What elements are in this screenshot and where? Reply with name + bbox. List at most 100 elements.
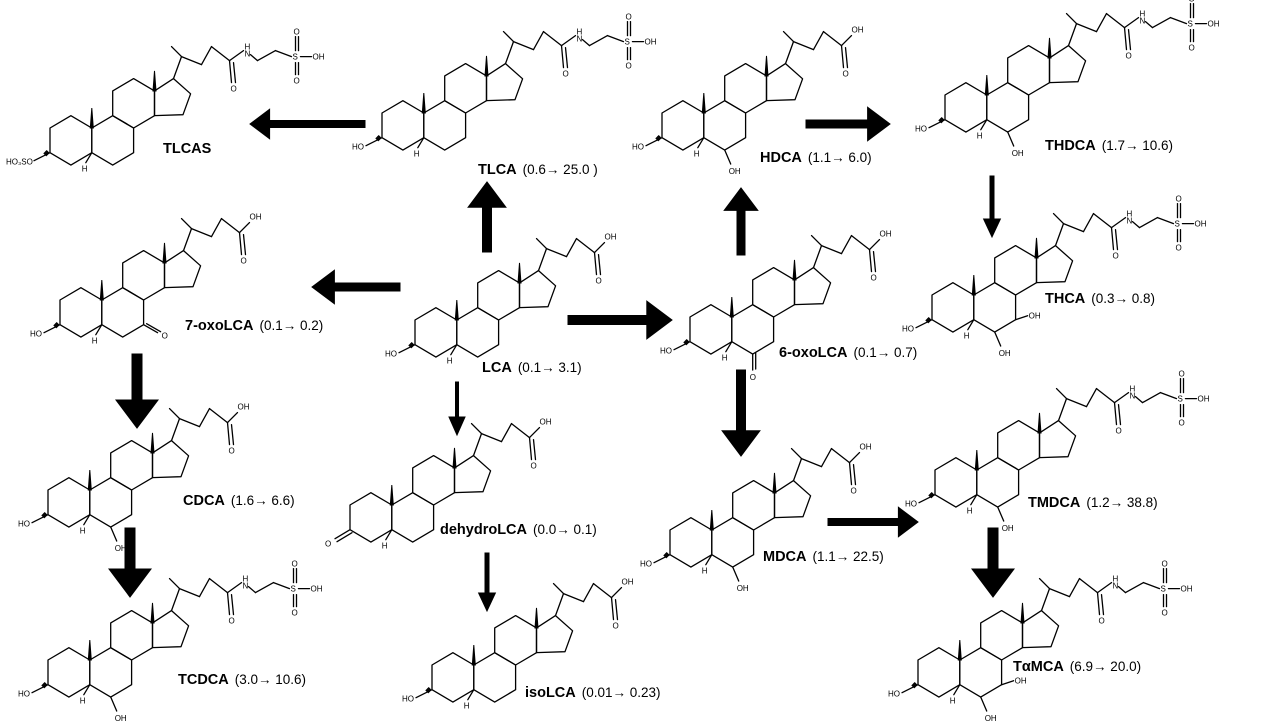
compound-name-tamca: TαMCA: [1013, 659, 1064, 675]
compound-range-tcdca: (3.0→ 10.6): [235, 672, 306, 687]
ring-h-label-tlca: H: [414, 150, 420, 159]
ring-h-label-cdca: H: [80, 527, 86, 536]
n-label-tcdca: N: [243, 582, 249, 591]
acid-oh-label-cdca: OH: [238, 403, 250, 412]
amide-o-label-tamca: O: [1099, 617, 1105, 626]
sulfonic-o-bottom-label-tamca: O: [1162, 609, 1168, 618]
extra-oh-label-thdca: OH: [1012, 149, 1024, 158]
sulfonic-o-top-label-thdca: O: [1189, 0, 1195, 4]
sulfonic-oh-label-tamca: OH: [1181, 585, 1193, 594]
acid-oh-label-dehydro: OH: [540, 418, 552, 427]
arrow-thdca-to-thca: [982, 175, 1002, 239]
acid-o-label-oxo7: O: [241, 257, 247, 266]
amide-o-label-tlcas: O: [231, 85, 237, 94]
acid-oh-label-hdca: OH: [852, 26, 864, 35]
hydroxy-label-hdca: HO: [632, 143, 644, 152]
extra-oh-label-tcdca: OH: [115, 714, 127, 721]
sulfonic-oh-label-thca: OH: [1195, 220, 1207, 229]
sulfonic-oh-label-tmdca: OH: [1198, 395, 1210, 404]
compound-name-oxo7: 7-oxoLCA: [185, 318, 254, 334]
sulfonic-o-bottom-label-thca: O: [1176, 244, 1182, 253]
nh-label-thca: H: [1127, 210, 1133, 219]
compound-range-hdca: (1.1→ 6.0): [808, 150, 872, 165]
ring-h-label-oxo6: H: [722, 354, 728, 363]
acid-o-label-lca: O: [596, 277, 602, 286]
compound-range-lca: (0.1→ 3.1): [518, 360, 582, 375]
amide-o-label-tlca: O: [563, 70, 569, 79]
sulfonic-oh-label-tlcas: OH: [313, 53, 325, 62]
sulfonic-s-label-tamca: S: [1161, 585, 1166, 594]
sulfonic-o-top-label-tlca: O: [626, 13, 632, 22]
compound-name-isolca: isoLCA: [525, 685, 576, 701]
compound-range-thdca: (1.7→ 10.6): [1102, 138, 1173, 153]
ring-h-label-mdca: H: [702, 567, 708, 576]
compound-range-mdca: (1.1→ 22.5): [813, 549, 884, 564]
nh-label-tamca: H: [1113, 575, 1119, 584]
extra-oh-label-tmdca: OH: [1002, 524, 1014, 533]
sulfonic-s-label-tlca: S: [625, 38, 630, 47]
n-label-tlca: N: [577, 35, 583, 44]
arrow-oxo6-to-mdca: [721, 369, 761, 457]
compound-name-thdca: THDCA: [1045, 138, 1096, 154]
ring-h-label-tmdca: H: [967, 507, 973, 516]
acid-oh-label-lca: OH: [605, 233, 617, 242]
ring-h-label-thca: H: [964, 332, 970, 341]
acid-oh-label-oxo7: OH: [250, 213, 262, 222]
arrow-lca-to-tlca: [467, 181, 507, 253]
amide-o-label-thdca: O: [1126, 52, 1132, 61]
compound-name-thca: THCA: [1045, 291, 1086, 307]
sulfonic-o-bottom-label-thdca: O: [1189, 44, 1195, 53]
hydroxy-label-tlca: HO: [352, 143, 364, 152]
ring-h-label-tcdca: H: [80, 697, 86, 706]
amide-o-label-tmdca: O: [1116, 427, 1122, 436]
nh-label-thdca: H: [1140, 10, 1146, 19]
sulfonic-o-bottom-label-tlca: O: [626, 62, 632, 71]
n-label-tmdca: N: [1130, 392, 1136, 401]
hydroxy-label-tlcas: HO₃SO: [6, 158, 33, 167]
compound-range-tmdca: (1.2→ 38.8): [1086, 495, 1157, 510]
sulfonic-o-top-label-tcdca: O: [292, 560, 298, 569]
amide-o-label-tcdca: O: [229, 617, 235, 626]
amide-o-label-thca: O: [1113, 252, 1119, 261]
compound-range-tlca: (0.6→ 25.0 ): [523, 162, 598, 177]
hydroxy-label-cdca: HO: [18, 520, 30, 529]
compound-name-dehydro: dehydroLCA: [440, 522, 528, 538]
acid-oh-label-isolca: OH: [622, 578, 634, 587]
arrow-hdca-to-thdca: [805, 106, 891, 142]
nh-label-tmdca: H: [1130, 385, 1136, 394]
sulfonic-oh-label-thdca: OH: [1208, 20, 1220, 29]
ring-h-label-hdca: H: [694, 150, 700, 159]
arrow-lca-to-dehydro: [448, 381, 466, 437]
compound-name-tmdca: TMDCA: [1028, 495, 1081, 511]
nh-label-tlcas: H: [245, 43, 251, 52]
nh-label-tlca: H: [577, 28, 583, 37]
compound-name-cdca: CDCA: [183, 493, 225, 509]
ring-h-label-isolca: H: [464, 702, 470, 711]
sulfonic-s-label-tlcas: S: [293, 53, 298, 62]
compound-range-oxo7: (0.1→ 0.2): [259, 318, 323, 333]
arrow-oxo7-to-cdca: [115, 353, 159, 429]
n-label-thca: N: [1127, 217, 1133, 226]
hydroxy-label-oxo7: HO: [30, 330, 42, 339]
sulfonic-o-bottom-label-tcdca: O: [292, 609, 298, 618]
acid-o-label-mdca: O: [851, 487, 857, 496]
n-label-tamca: N: [1113, 582, 1119, 591]
ring-h-label-oxo7: H: [92, 337, 98, 346]
compound-name-tlcas: TLCAS: [163, 141, 212, 157]
arrow-oxo6-to-hdca: [723, 187, 759, 256]
ketone-label-oxo7: O: [162, 332, 168, 341]
arrow-cdca-to-tcdca: [108, 527, 152, 598]
ring-h-label-tlcas: H: [82, 165, 88, 174]
sulfonic-s-label-thca: S: [1175, 220, 1180, 229]
sulfonic-o-bottom-label-tmdca: O: [1179, 419, 1185, 428]
